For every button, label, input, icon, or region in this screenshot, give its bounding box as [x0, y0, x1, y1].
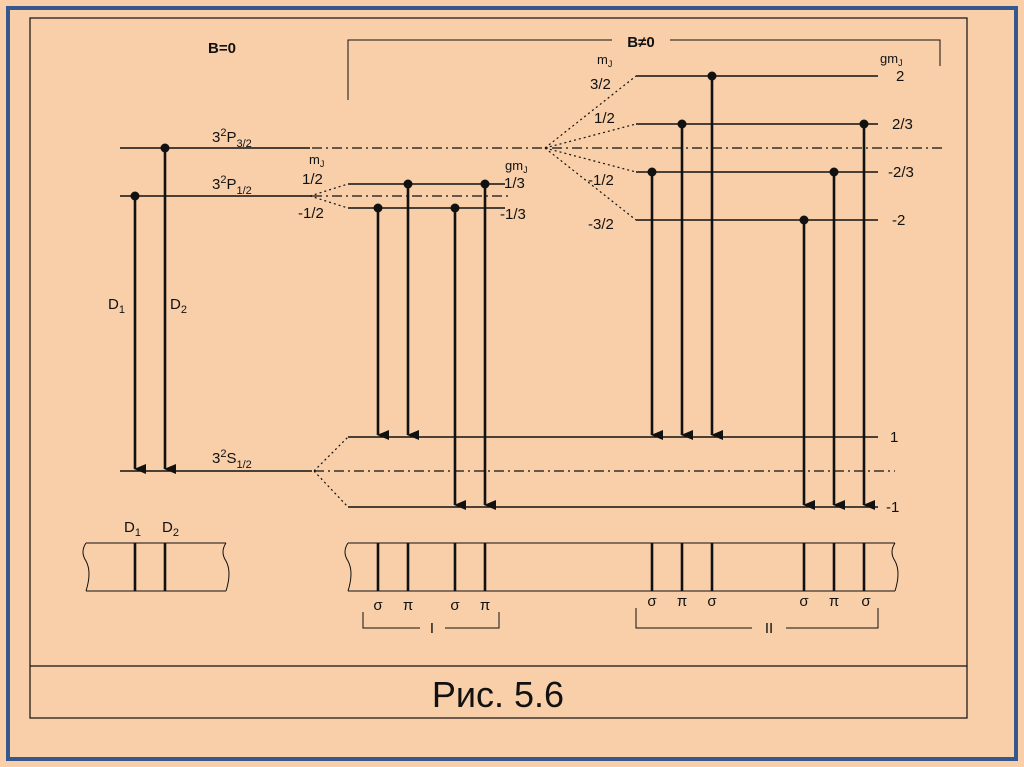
p32-mj-4: -3/2 [588, 216, 614, 233]
p32-gmj-header: gmJ [880, 51, 903, 68]
s12-gmj-1: 1 [890, 429, 898, 446]
bracket-II [635, 608, 879, 629]
dot-I-2 [403, 179, 413, 189]
fan-s12 [313, 436, 349, 508]
dot-I-1 [373, 203, 383, 213]
field-off-label: B=0 [208, 40, 236, 57]
group-label-I: I [430, 620, 434, 637]
spectrum-b0 [82, 542, 230, 592]
p32-gmj-2: 2/3 [892, 116, 913, 133]
pol-II-1: σ [647, 593, 657, 610]
dot-II-3 [707, 71, 717, 81]
s12-gmj-2: -1 [886, 499, 899, 516]
bracket-I [362, 612, 500, 629]
pol-I-2: π [403, 597, 413, 614]
inner-frame [29, 17, 968, 719]
p32-mj-2: 1/2 [594, 110, 615, 127]
dot-II-6 [859, 119, 869, 129]
pol-I-1: σ [373, 597, 383, 614]
pol-I-4: π [480, 597, 490, 614]
dot-II-4 [799, 215, 809, 225]
figure-caption: Рис. 5.6 [432, 674, 564, 715]
pol-II-6: σ [861, 593, 871, 610]
dot-II-5 [829, 167, 839, 177]
p32-mj-1: 3/2 [590, 76, 611, 93]
field-on-bracket [347, 39, 941, 100]
p12-gmj-2: -1/3 [500, 206, 526, 223]
dot-I-4 [480, 179, 490, 189]
spectrum-b [344, 542, 899, 592]
fan-p12 [309, 183, 349, 209]
d1-origin-dot [130, 191, 140, 201]
p32-mj-3: -1/2 [588, 172, 614, 189]
d2-origin-dot [160, 143, 170, 153]
p12-mj-2: -1/2 [298, 205, 324, 222]
pol-I-3: σ [450, 597, 460, 614]
dot-II-1 [647, 167, 657, 177]
p32-gmj-4: -2 [892, 212, 905, 229]
dot-I-3 [450, 203, 460, 213]
p32-gmj-1: 2 [896, 68, 904, 85]
pol-II-2: π [677, 593, 687, 610]
p12-gmj-1: 1/3 [504, 175, 525, 192]
p12-gmj-header: gmJ [505, 158, 528, 175]
p12-mj-1: 1/2 [302, 171, 323, 188]
pol-II-5: π [829, 593, 839, 610]
dot-II-2 [677, 119, 687, 129]
pol-II-4: σ [799, 593, 809, 610]
p32-gmj-3: -2/3 [888, 164, 914, 181]
pol-II-3: σ [707, 593, 717, 610]
field-on-label: B≠0 [627, 34, 654, 51]
slide-border [6, 6, 1018, 761]
group-label-II: II [765, 620, 773, 637]
